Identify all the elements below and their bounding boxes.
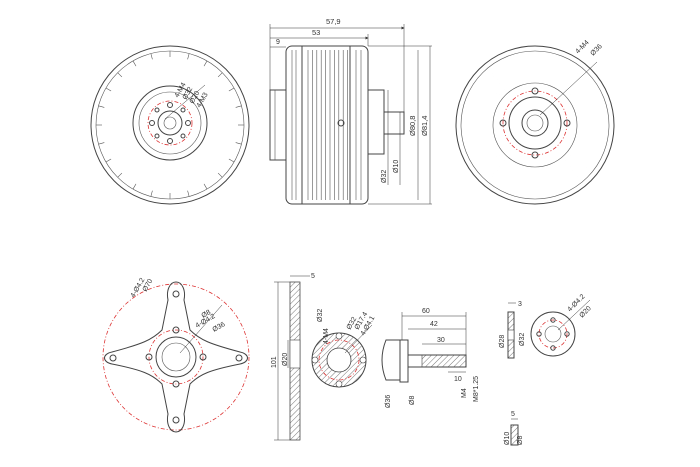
prop-adapter-side-view: 3 Ø28 Ø32 — [499, 301, 526, 359]
fan-slot-inner — [489, 70, 508, 93]
fan-slot-inner — [499, 162, 514, 187]
spacer-2: Ø8 — [517, 436, 524, 445]
prop-side-0: 3 — [518, 301, 522, 308]
fan-slot-inner — [468, 100, 495, 111]
fan-slot-inner — [562, 157, 581, 180]
fan-slot-inner — [577, 112, 605, 119]
shaft-label-4: M4 — [461, 388, 468, 398]
spacer-view: 5 Ø10 Ø8 — [504, 411, 524, 446]
rim-notch — [132, 60, 137, 67]
mount-label-3: Ø36 — [212, 321, 227, 334]
rim-notch — [117, 172, 123, 178]
side-rdim-0: Ø80,8 — [408, 116, 417, 136]
rim-notch — [105, 158, 112, 163]
shaft-adapter-view: 60 42 30 10 M4 M8*1.25 Ø36 Ø8 — [381, 308, 480, 408]
front-view: 4-M4 Ø32 Ø20 4-M3 — [90, 45, 250, 205]
mount-label-4: Ø8 — [201, 309, 213, 320]
rear-label-0: 4-M4 — [574, 39, 590, 55]
fan-slot-inner — [567, 79, 590, 98]
rim-notch — [132, 183, 137, 190]
fan-slot-inner — [465, 112, 493, 119]
side-dim-0: 57,9 — [326, 17, 341, 26]
prop-side-2: Ø32 — [519, 333, 526, 346]
rim-notch — [117, 72, 123, 78]
fan-slot-inner — [480, 79, 503, 98]
front-rim-notches — [96, 51, 244, 199]
plate-label-1: Ø32 — [317, 309, 324, 322]
shaft-label-3: 10 — [454, 376, 462, 383]
fan-slot-inner — [499, 63, 514, 88]
rim-notch — [203, 183, 208, 190]
fan-slot-inner — [562, 70, 581, 93]
rim-notch — [235, 105, 242, 108]
hatched-plate-view: 4-M4 Ø32 Ø32 Ø17.4 4-Ø4.1 — [311, 309, 376, 388]
rim-notch — [217, 72, 223, 78]
shaft-label-0: 60 — [422, 308, 430, 315]
fan-slot-inner — [577, 131, 605, 138]
side-dim-2: 9 — [276, 39, 280, 46]
fan-slot-inner — [575, 139, 602, 150]
shaft-label-1: 42 — [430, 321, 438, 328]
fan-slot-inner — [575, 100, 602, 111]
fan-slot-inner — [465, 131, 493, 138]
rim-notch — [217, 172, 223, 178]
fan-slot-inner — [522, 167, 529, 195]
rim-notch — [187, 53, 190, 60]
shaft-label-7: Ø8 — [409, 396, 416, 405]
mount-side-view: 5 101 Ø20 — [271, 273, 315, 441]
fan-slot-inner — [541, 167, 548, 195]
fan-slot-inner — [468, 139, 495, 150]
rim-notch — [228, 158, 235, 163]
prop-adapter-front-view: 4-Ø4.2 Ø20 — [530, 293, 593, 357]
fan-slot-inner — [510, 165, 521, 192]
shaft-label-5: M8*1.25 — [473, 376, 480, 402]
fan-slot-inner — [556, 63, 571, 88]
rear-fan-slots — [464, 54, 606, 196]
fan-slot-inner — [480, 152, 503, 171]
fan-slot-inner — [541, 55, 548, 83]
fan-slot-inner — [549, 58, 560, 85]
rim-notch — [150, 53, 153, 60]
fan-slot-inner — [473, 146, 498, 161]
rim-notch — [228, 87, 235, 92]
fan-slot-inner — [572, 146, 597, 161]
shaft-label-2: 30 — [437, 337, 445, 344]
side-cooling-ribs — [307, 50, 348, 200]
mount-side-1: 101 — [271, 356, 278, 368]
x-mount-view: 4-Ø4.2 Ø70 4-Ø4.2 Ø36 Ø8 — [102, 277, 250, 433]
fan-slot-inner — [572, 89, 597, 104]
shaft-label-6: Ø36 — [385, 395, 392, 408]
spacer-0: 5 — [511, 411, 515, 418]
rim-notch — [98, 105, 105, 108]
fan-slot-inner — [489, 157, 508, 180]
side-dim-1: 53 — [312, 28, 320, 37]
fan-slot-inner — [510, 58, 521, 85]
rim-notch — [98, 142, 105, 145]
side-bdim-0: Ø32 — [381, 170, 388, 183]
mount-side-0: 5 — [311, 273, 315, 280]
prop-front-1: Ø20 — [578, 305, 592, 319]
rim-notch — [203, 60, 208, 67]
fan-slot-inner — [556, 162, 571, 187]
rim-notch — [150, 190, 153, 197]
rear-label-1: Ø36 — [589, 43, 603, 57]
mount-side-2: Ø20 — [282, 353, 289, 366]
rear-view: 4-M4 Ø36 — [455, 39, 615, 205]
side-bdim-1: Ø10 — [393, 160, 400, 173]
side-view: 57,9 53 9 Ø80,8 Ø81,4 Ø32 Ø10 — [269, 17, 432, 205]
fan-slot-inner — [567, 152, 590, 171]
rim-notch — [187, 190, 190, 197]
prop-side-1: Ø28 — [499, 335, 506, 348]
plate-label-0: 4-M4 — [323, 328, 330, 344]
rim-notch — [105, 87, 112, 92]
fan-slot-inner — [549, 165, 560, 192]
side-rdim-1: Ø81,4 — [420, 116, 429, 136]
fan-slot-inner — [473, 89, 498, 104]
fan-slot-inner — [522, 55, 529, 83]
spacer-1: Ø10 — [504, 432, 511, 445]
rim-notch — [235, 142, 242, 145]
